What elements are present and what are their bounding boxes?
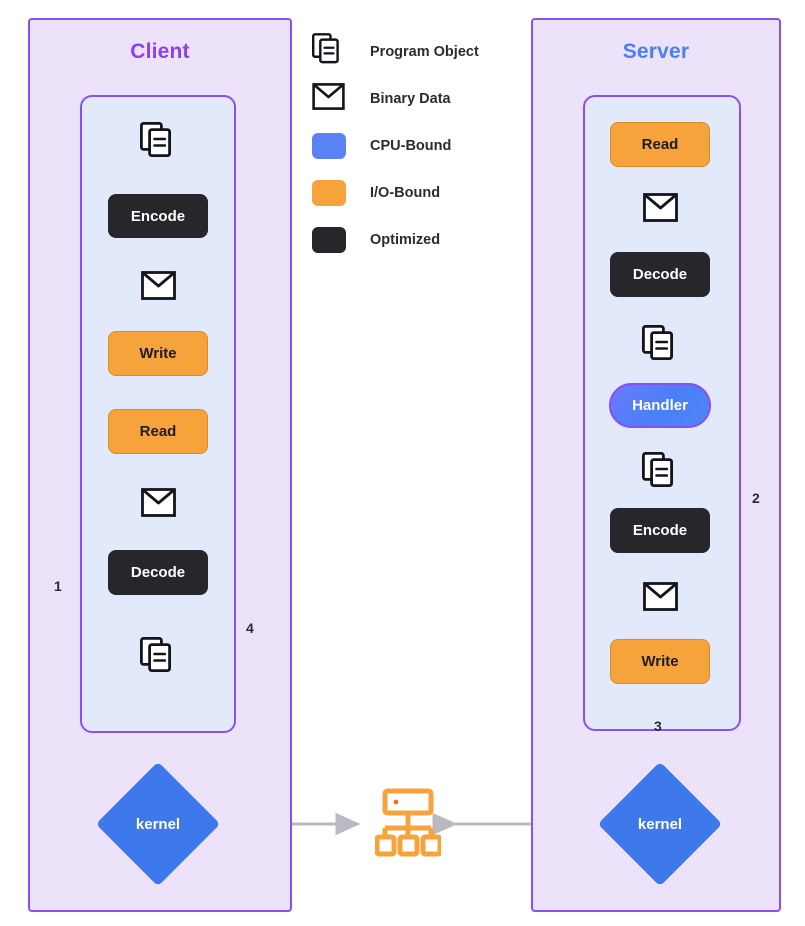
server-encode-node[interactable]: Encode — [610, 508, 710, 553]
program-object-icon — [139, 636, 177, 680]
legend-label: Optimized — [370, 231, 441, 248]
server-handler-label: Handler — [632, 397, 688, 414]
program-object-icon — [641, 324, 679, 368]
legend: Program Object Binary Data CPU-Bound I/O… — [311, 28, 522, 263]
legend-label: CPU-Bound — [370, 137, 452, 154]
client-write-label: Write — [139, 345, 177, 362]
client-decode-label: Decode — [130, 564, 186, 581]
server-encode-label: Encode — [632, 522, 688, 539]
optimized-swatch — [312, 226, 346, 253]
server-read-node[interactable]: Read — [610, 122, 710, 167]
server-decode-node[interactable]: Decode — [610, 252, 710, 297]
legend-item-binary-data: Binary Data — [312, 75, 522, 122]
network-sitemap-icon — [374, 788, 443, 863]
binary-data-icon — [141, 271, 176, 305]
client-write-node[interactable]: Write — [108, 331, 208, 376]
client-encode-label: Encode — [130, 207, 186, 225]
legend-item-program-object: Program Object — [311, 28, 522, 75]
client-lane-title: Client — [130, 40, 190, 63]
io-bound-swatch — [312, 179, 346, 206]
server-handler-node[interactable]: Handler — [609, 383, 711, 428]
program-object-icon — [641, 451, 679, 495]
binary-data-icon — [141, 488, 176, 522]
legend-item-cpu-bound: CPU-Bound — [312, 122, 522, 169]
program-object-icon — [311, 32, 344, 71]
connector-label-2: 2 — [752, 490, 760, 506]
client-read-label: Read — [139, 423, 177, 440]
client-decode-node[interactable]: Decode — [108, 550, 208, 595]
connector-label-4: 4 — [246, 620, 254, 636]
client-kernel-node[interactable]: kernel — [95, 761, 221, 887]
legend-item-io-bound: I/O-Bound — [312, 169, 522, 216]
legend-label: Program Object — [370, 43, 479, 60]
legend-label: Binary Data — [370, 90, 451, 107]
legend-label: I/O-Bound — [370, 184, 441, 201]
connector-label-3: 3 — [654, 718, 662, 734]
server-kernel-node[interactable]: kernel — [597, 761, 723, 887]
server-kernel-label: kernel — [637, 815, 683, 833]
server-read-label: Read — [641, 136, 679, 153]
cpu-bound-swatch — [312, 132, 346, 159]
server-decode-label: Decode — [632, 266, 688, 283]
program-object-icon — [139, 121, 177, 165]
server-lane-title: Server — [622, 40, 690, 63]
server-write-node[interactable]: Write — [610, 639, 710, 684]
client-encode-node[interactable]: Encode — [108, 194, 208, 238]
connector-label-1: 1 — [54, 578, 62, 594]
binary-data-icon — [312, 82, 345, 115]
legend-item-optimized: Optimized — [312, 216, 522, 263]
binary-data-icon — [643, 582, 678, 616]
client-kernel-label: kernel — [135, 815, 181, 833]
client-read-node[interactable]: Read — [108, 409, 208, 454]
server-write-label: Write — [641, 653, 679, 670]
binary-data-icon — [643, 193, 678, 227]
